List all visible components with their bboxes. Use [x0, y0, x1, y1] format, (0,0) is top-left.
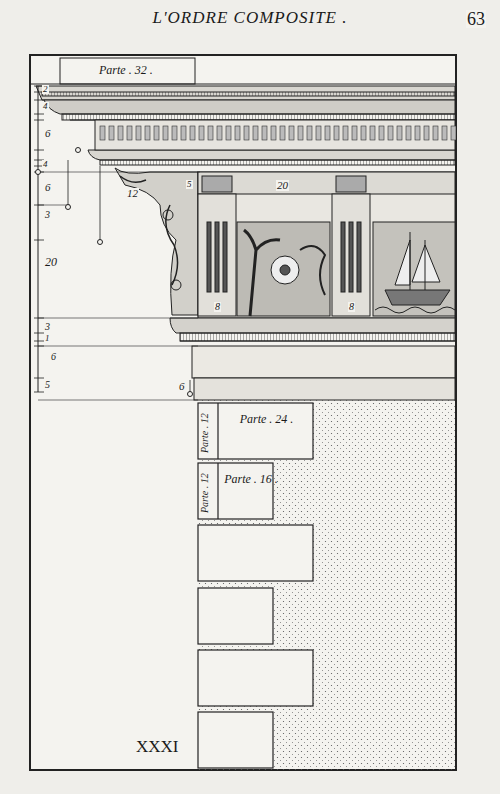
stone-block	[198, 525, 313, 581]
callout-number: 12	[126, 188, 139, 199]
scale-number: 5	[44, 380, 51, 390]
scale-number: 2	[42, 85, 49, 94]
scale-number: 6	[44, 128, 52, 139]
dimension-label: Parte . 12	[200, 412, 210, 454]
dimension-label: Parte . 16 .	[224, 473, 278, 485]
callout-number: 6	[178, 381, 186, 392]
stone-block: Parte . 24 .	[220, 405, 313, 459]
scale-number: 1	[44, 334, 51, 343]
stone-block	[198, 463, 273, 519]
scale-number: 3	[44, 210, 51, 220]
scale-number: 20	[44, 256, 58, 268]
dimension-label: Parte . 24 .	[240, 413, 294, 425]
page-number: 63	[466, 10, 486, 28]
stone-block	[198, 712, 273, 768]
dimension-label: Parte . 32 .	[98, 64, 154, 76]
plate-number: XXXI	[135, 738, 180, 755]
callout-number: 8	[214, 302, 221, 312]
callout-number: 8	[348, 302, 355, 312]
scale-number: 3	[44, 322, 51, 332]
dimension-label: Parte . 12	[200, 472, 210, 514]
callout-number: 5	[186, 180, 193, 189]
scale-number: 4	[42, 160, 49, 169]
scale-number: 6	[50, 352, 57, 362]
stone-block	[198, 403, 313, 459]
page-title: L'ORDRE COMPOSITE .	[0, 8, 500, 28]
scale-number: 6	[44, 182, 52, 193]
stone-block	[198, 588, 273, 644]
callout-number: 20	[276, 180, 289, 191]
stone-block	[198, 650, 313, 706]
stone-block: Parte . 16 .	[220, 465, 282, 519]
scale-number: 4	[42, 102, 49, 111]
